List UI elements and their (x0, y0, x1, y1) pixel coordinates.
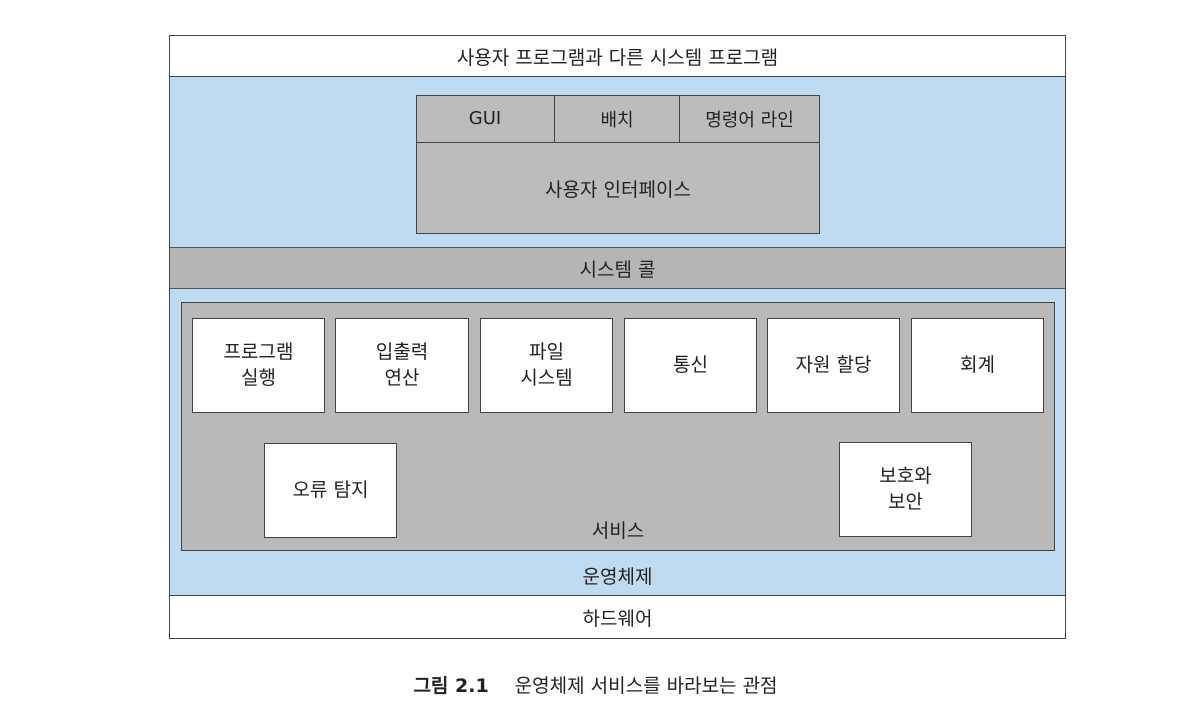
ui-mode-command-line: 명령어 라인 (680, 95, 820, 143)
service-communication-label: 통신 (673, 353, 708, 376)
service-protection-line1: 보호와 (879, 464, 932, 487)
service-communication: 통신 (624, 318, 757, 413)
figure-number: 그림 2.1 (413, 674, 489, 697)
service-accounting: 회계 (911, 318, 1044, 413)
service-error-detection-label: 오류 탐지 (292, 478, 369, 501)
service-io-operations: 입출력 연산 (335, 318, 469, 413)
services-label-text: 서비스 (591, 519, 645, 542)
service-accounting-label: 회계 (960, 353, 995, 376)
service-program-execution: 프로그램 실행 (192, 318, 325, 413)
service-protection-security: 보호와 보안 (839, 442, 972, 537)
service-program-execution-line1: 프로그램 (223, 340, 294, 363)
user-programs-band: 사용자 프로그램과 다른 시스템 프로그램 (170, 36, 1065, 77)
ui-mode-batch-label: 배치 (600, 109, 634, 131)
service-resource-allocation-label: 자원 할당 (795, 353, 872, 376)
user-interface-box (416, 95, 820, 234)
service-program-execution-line2: 실행 (241, 366, 276, 389)
figure-caption-text: 운영체제 서비스를 바라보는 관점 (514, 674, 778, 697)
service-file-system: 파일 시스템 (480, 318, 613, 413)
service-file-system-line2: 시스템 (520, 366, 573, 389)
services-label: 서비스 (181, 512, 1055, 546)
system-call-label: 시스템 콜 (579, 258, 656, 281)
hardware-label: 하드웨어 (582, 607, 653, 630)
user-programs-label: 사용자 프로그램과 다른 시스템 프로그램 (456, 46, 779, 69)
ui-mode-command-line-label: 명령어 라인 (705, 109, 794, 131)
os-label: 운영체제 (170, 555, 1065, 595)
system-call-band: 시스템 콜 (170, 247, 1065, 289)
ui-mode-batch: 배치 (555, 95, 680, 143)
service-resource-allocation: 자원 할당 (767, 318, 900, 413)
service-file-system-line1: 파일 (529, 340, 564, 363)
ui-mode-gui: GUI (416, 95, 555, 143)
user-interface-text: 사용자 인터페이스 (545, 179, 691, 201)
service-io-operations-line2: 연산 (384, 366, 420, 389)
service-error-detection: 오류 탐지 (264, 443, 397, 538)
os-label-text: 운영체제 (582, 565, 653, 588)
service-io-operations-line1: 입출력 (375, 340, 429, 363)
user-interface-label: 사용자 인터페이스 (416, 143, 820, 234)
service-protection-line2: 보안 (888, 490, 923, 513)
hardware-band: 하드웨어 (170, 595, 1065, 638)
figure-caption: 그림 2.1 운영체제 서비스를 바라보는 관점 (0, 664, 1191, 704)
ui-mode-gui-label: GUI (468, 108, 502, 129)
